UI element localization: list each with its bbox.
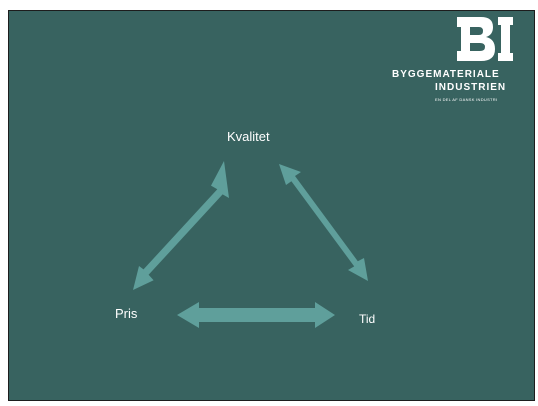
node-label-pris: Pris — [115, 306, 138, 321]
logo-text-line1: BYGGEMATERIALE — [392, 69, 500, 80]
logo-tagline: EN DEL AF DANSK INDUSTRI — [435, 97, 498, 102]
node-label-tid: Tid — [359, 312, 376, 326]
slide: BYGGEMATERIALE INDUSTRIEN EN DEL AF DANS… — [8, 10, 535, 401]
arrow-pris-tid — [177, 302, 335, 328]
logo-text-line2: INDUSTRIEN — [435, 82, 507, 93]
node-label-kvalitet: Kvalitet — [227, 129, 270, 144]
triangle-diagram — [133, 161, 368, 328]
company-logo: BYGGEMATERIALE INDUSTRIEN EN DEL AF DANS… — [9, 11, 534, 131]
arrow-kvalitet-pris — [133, 161, 229, 290]
logo-mark-icon — [457, 17, 513, 61]
arrow-kvalitet-tid — [279, 164, 368, 281]
